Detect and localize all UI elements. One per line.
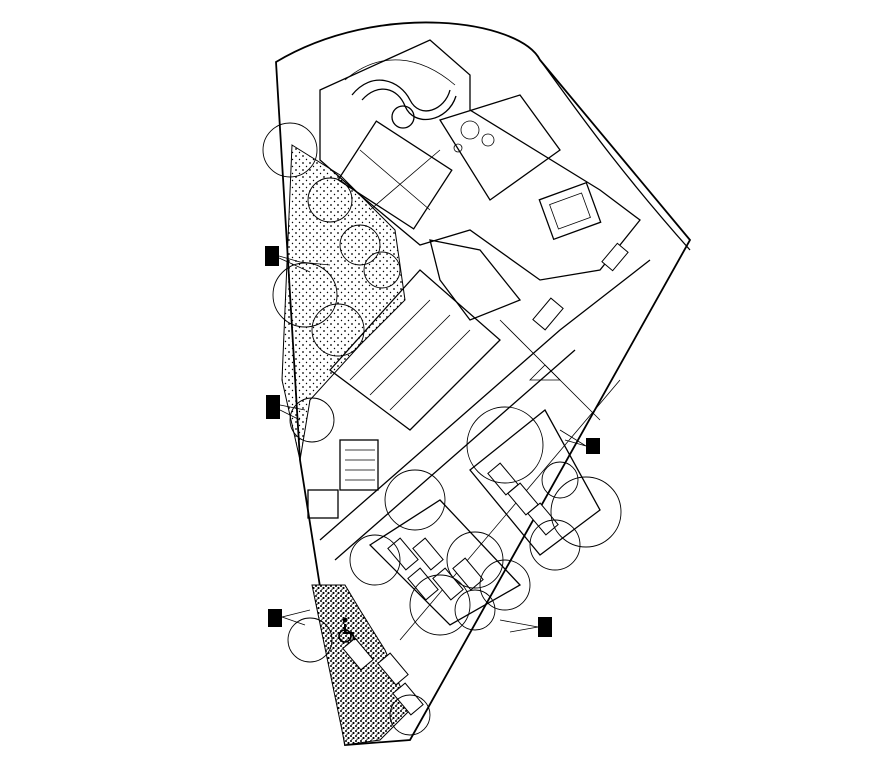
tree-canopy: [287, 617, 333, 663]
tree-canopy: [389, 694, 431, 736]
tree-canopy: [541, 461, 579, 499]
curved-walkway: [344, 59, 457, 129]
site-boundary: [275, 21, 692, 746]
callout-tags: [265, 246, 600, 637]
parking-cluster-center: [368, 499, 522, 626]
tree-canopy: [289, 397, 335, 443]
tree-canopy: [339, 224, 381, 266]
tree-canopy: [529, 519, 581, 571]
access-roads: [319, 259, 651, 641]
tree-canopy: [349, 534, 401, 586]
tree-canopy: [262, 122, 318, 178]
building-blocks: [307, 39, 641, 519]
tree-canopy: [363, 251, 401, 289]
tree-canopy: [272, 262, 338, 328]
tree-canopy: [550, 476, 622, 548]
wheelchair-accessible-icon: [338, 617, 356, 643]
tree-canopy: [311, 303, 365, 357]
tree-canopy: [409, 574, 471, 636]
tree-canopy: [384, 469, 446, 531]
tree-canopies: [262, 122, 622, 736]
tree-canopy: [466, 406, 544, 484]
parking-cluster-south: [342, 242, 629, 716]
tree-canopy: [307, 177, 353, 223]
parking-cluster-north: [469, 409, 601, 556]
tree-canopy: [454, 589, 496, 631]
tree-canopy: [479, 559, 531, 611]
